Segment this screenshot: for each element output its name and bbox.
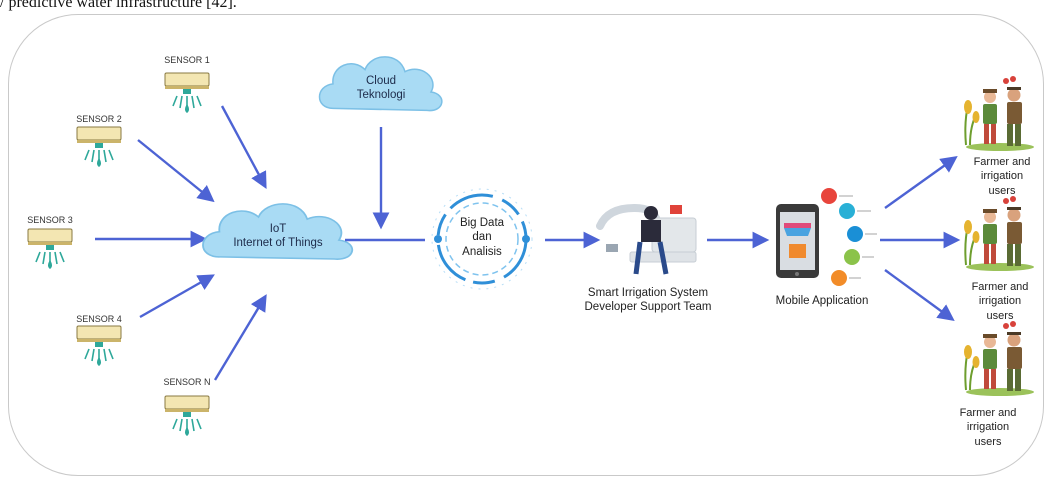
sensor-n-icon <box>164 395 210 437</box>
sensor-1-label: SENSOR 1 <box>164 55 210 65</box>
farmer-group-2-icon <box>963 195 1035 272</box>
farmer-group-2-label: Farmer and irrigation users <box>971 281 1029 322</box>
farmer-group-1-label: Farmer and irrigation users <box>973 156 1031 197</box>
farmer-group-1-icon <box>963 75 1035 152</box>
arrow-sensor2-iot <box>137 139 215 203</box>
arrow-mobile-farmer1 <box>884 156 958 209</box>
sensor-3-label: SENSOR 3 <box>27 215 73 225</box>
sensor-4-icon <box>76 325 122 367</box>
mobile-phone-icon <box>776 204 819 278</box>
arrow-sensorN-iot <box>213 294 267 381</box>
big-data-label: Big Data dan Analisis <box>459 217 505 258</box>
developer-team-label: Smart Irrigation System Developer Suppor… <box>584 287 712 314</box>
sensor-3-icon <box>27 228 73 270</box>
figure-caption: / predictive water infrastructure [42]. <box>0 0 237 11</box>
arrow-mobile-farmer3 <box>884 269 955 321</box>
big-data-ring-icon <box>431 188 533 290</box>
developer-team-icon <box>596 203 697 275</box>
sensor-2-icon <box>76 126 122 168</box>
farmer-group-3-label: Farmer and irrigation users <box>959 407 1017 448</box>
sensor-1-icon <box>164 72 210 114</box>
sensor-n-label: SENSOR N <box>163 377 211 387</box>
cloud-technology-label: Cloud Teknologi <box>356 75 406 102</box>
arrow-sensor1-iot <box>220 105 267 189</box>
mobile-application-label: Mobile Application <box>775 295 869 307</box>
app-feature-icons <box>821 188 877 286</box>
iot-label: IoT Internet of Things <box>233 223 323 250</box>
farmer-group-3-icon <box>963 320 1035 397</box>
sensor-4-label: SENSOR 4 <box>76 314 122 324</box>
arrow-sensor4-iot <box>139 274 215 319</box>
diagram-frame <box>8 14 1044 476</box>
sensor-2-label: SENSOR 2 <box>76 114 122 124</box>
